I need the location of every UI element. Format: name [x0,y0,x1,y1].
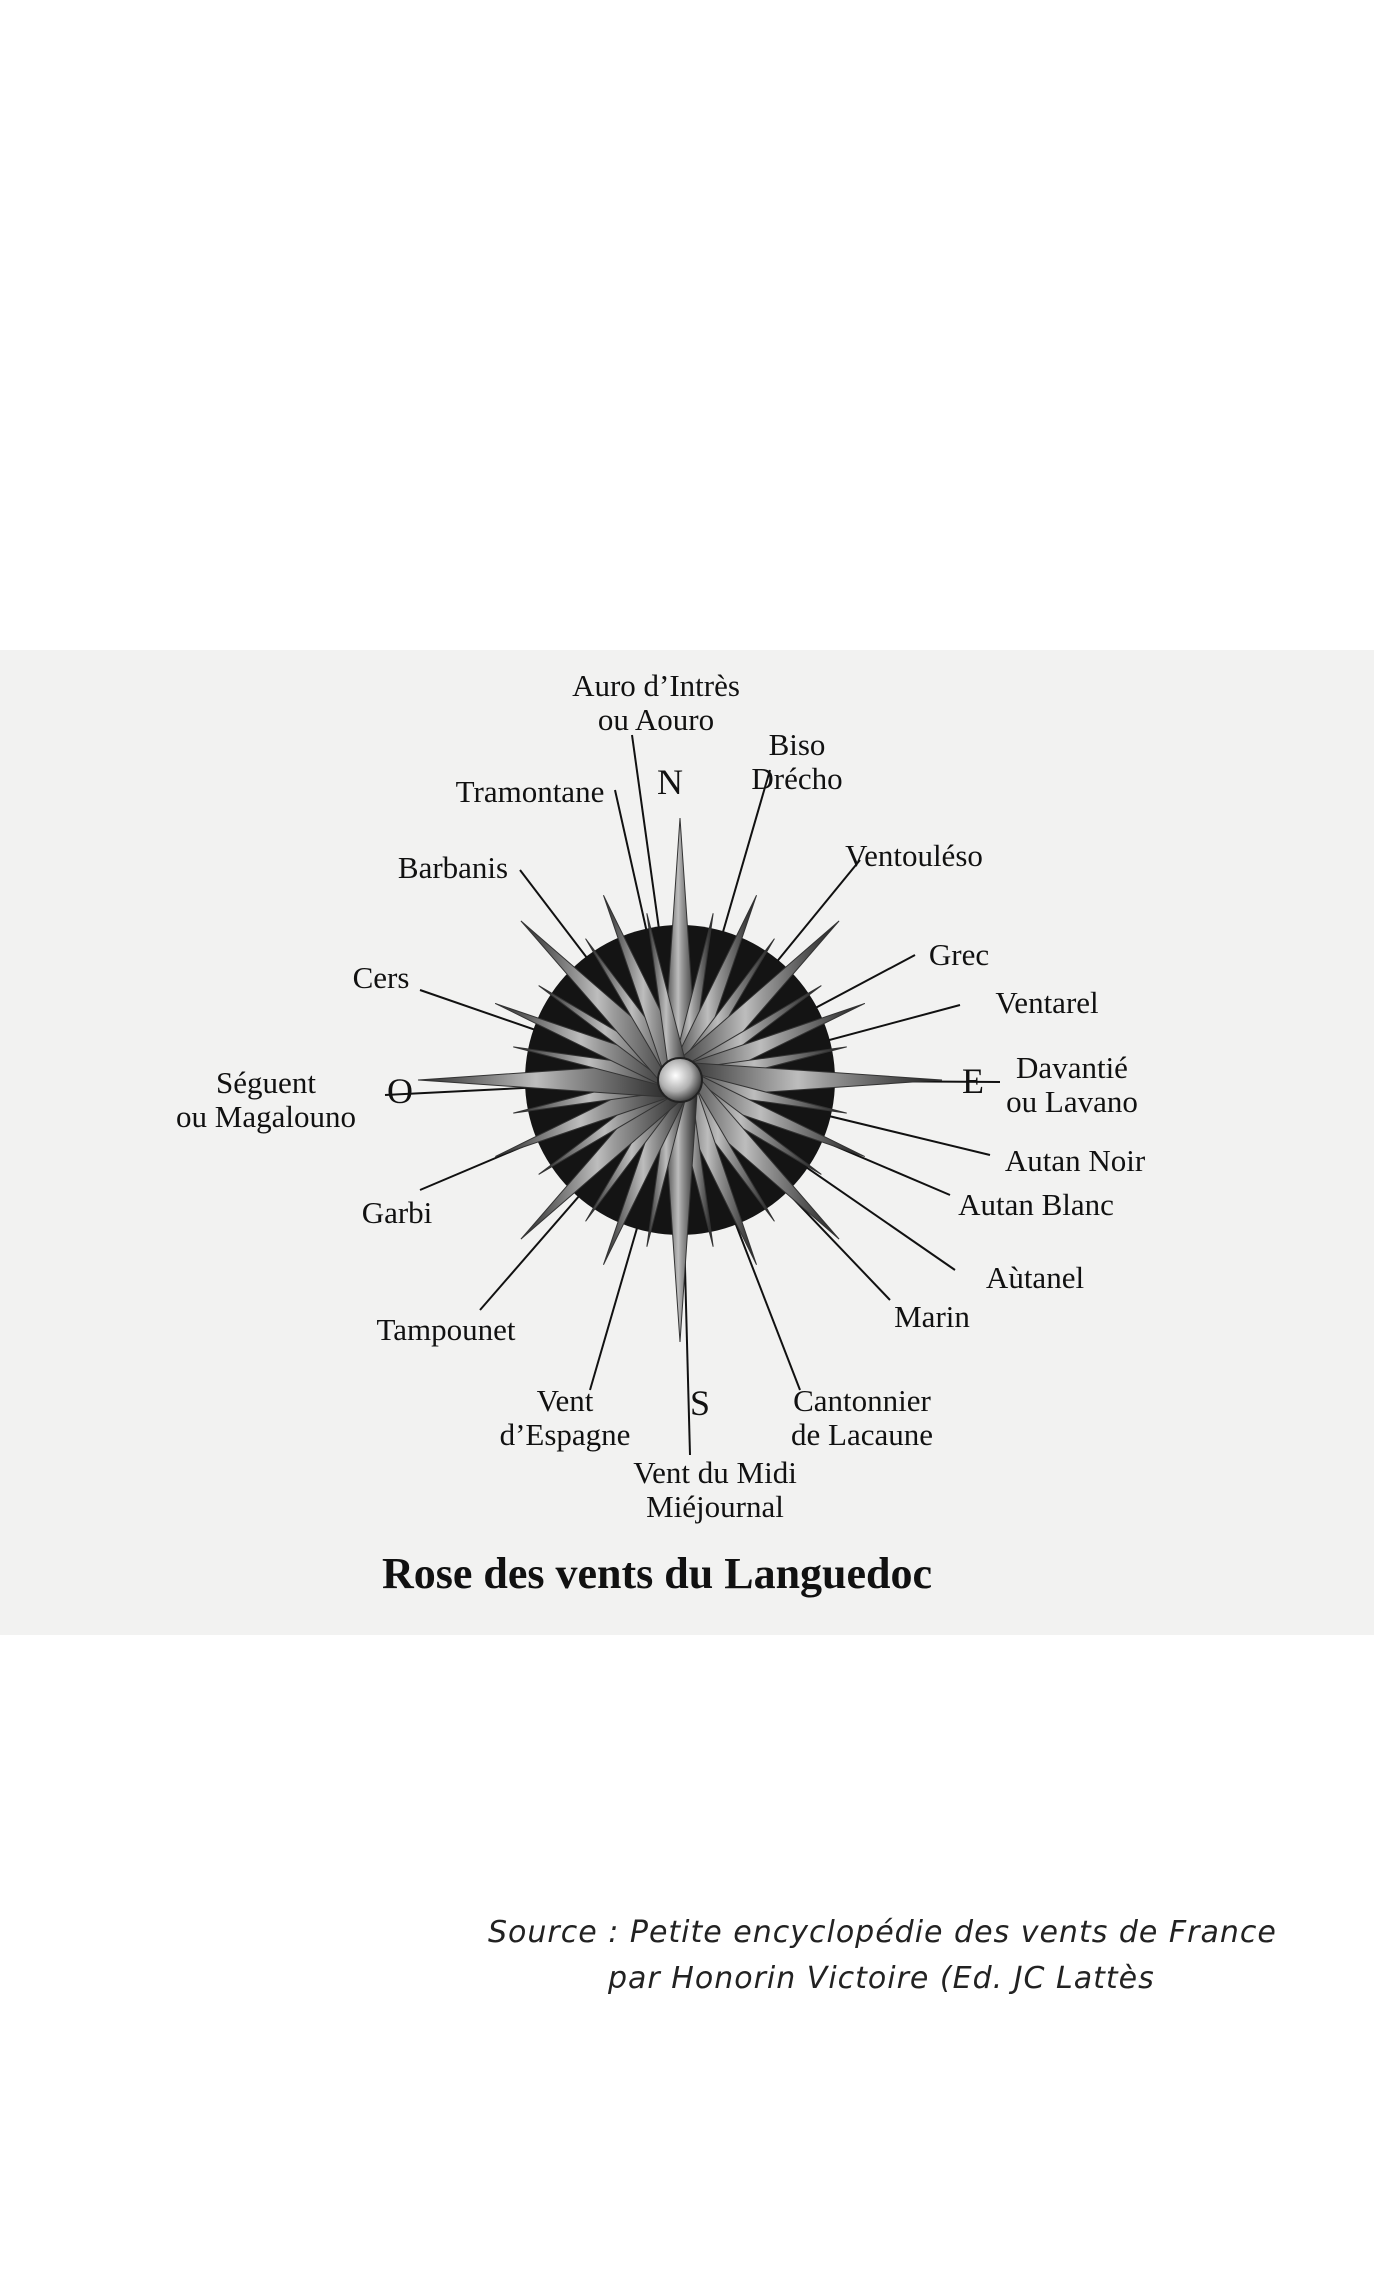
wind-label-line: Autan Blanc [958,1187,1114,1222]
wind-label-line: ou Lavano [1006,1084,1138,1119]
wind-label-line: Ventouléso [845,838,983,873]
wind-label-line: Miéjournal [646,1489,784,1524]
wind-label-line: Vent du Midi [633,1455,797,1490]
wind-label-line: Cantonnier [793,1383,931,1418]
wind-label-line: Ventarel [995,985,1099,1020]
wind-label-autan-blanc: Autan Blanc [958,1188,1114,1222]
wind-label-cers: Cers [353,961,410,995]
cardinal-west: O [387,1071,413,1111]
wind-label-tampounet: Tampounet [376,1313,515,1347]
wind-label-ventarel: Ventarel [995,986,1098,1020]
wind-label-line: Barbanis [397,850,509,885]
wind-label-ventouleso: Ventouléso [845,839,983,873]
wind-label-autanel: Aùtanel [986,1261,1084,1295]
cardinal-east: E [962,1061,984,1101]
wind-label-grec: Grec [929,938,989,972]
wind-label-line: ou Aouro [597,702,715,737]
cardinal-north: N [657,762,683,802]
wind-label-line: Grec [928,937,990,972]
wind-label-garbi: Garbi [362,1196,433,1230]
wind-label-line: Tampounet [376,1312,516,1347]
wind-label-line: Biso [768,727,826,762]
wind-label-line: de Lacaune [791,1417,933,1452]
wind-label-line: d’Espagne [499,1417,631,1452]
cardinal-south: S [689,1383,711,1423]
wind-label-line: Drécho [751,761,843,796]
source-citation: Source : Petite encyclopédie des vents d… [488,1910,1348,2002]
wind-label-marin: Marin [894,1300,970,1334]
wind-label-barbanis: Barbanis [398,851,508,885]
compass-spikes [417,817,943,1343]
wind-label-line: Aùtanel [985,1260,1085,1295]
wind-label-line: Vent [536,1383,594,1418]
source-line-1: Source : Petite encyclopédie des vents d… [488,1915,1277,1950]
wind-label-autan-noir: Autan Noir [1005,1144,1145,1178]
wind-label-line: Autan Noir [1004,1143,1146,1178]
wind-label-line: Garbi [361,1195,433,1230]
wind-label-line: Cers [352,960,410,995]
diagram-title: Rose des vents du Languedoc [381,1549,933,1598]
wind-label-line: Auro d’Intrès [572,668,740,703]
wind-label-line: Tramontane [455,774,605,809]
wind-label-line: Davantié [1016,1050,1128,1085]
source-line-2: par Honorin Victoire (Ed. JC Lattès [608,1961,1155,1996]
wind-label-line: ou Magalouno [176,1099,356,1134]
wind-label-tramontane: Tramontane [456,775,605,809]
wind-label-line: Marin [894,1299,970,1334]
wind-label-line: Séguent [216,1065,316,1100]
compass-hub [657,1057,703,1103]
